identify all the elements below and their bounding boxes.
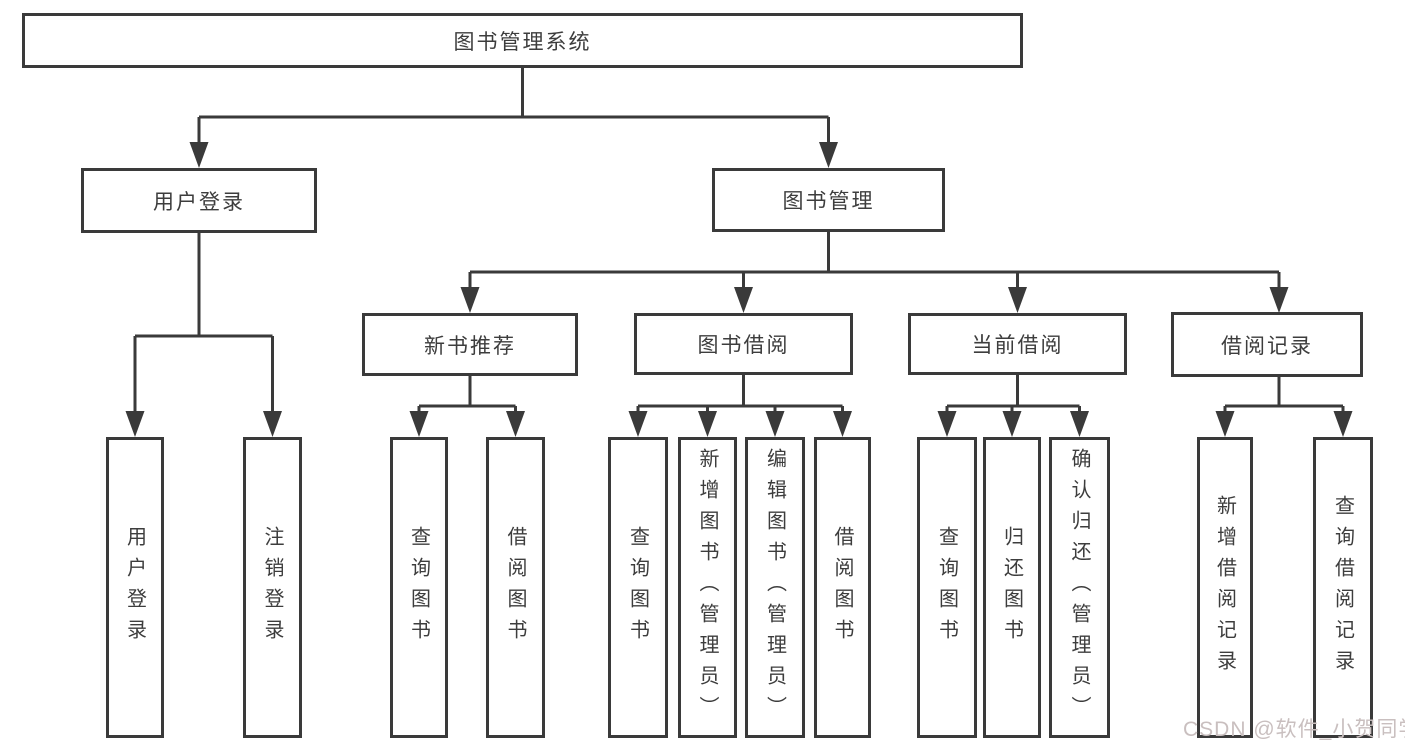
leaf-confirm-return-admin: 确认归还（管理员） xyxy=(1049,437,1110,738)
leaf-borrow-books-2: 借阅图书 xyxy=(814,437,871,738)
leaf-query-books-3: 查询图书 xyxy=(917,437,977,738)
node-book-borrowing: 图书借阅 xyxy=(634,313,853,375)
watermark: CSDN @软件_小贺同学 xyxy=(1183,718,1405,741)
leaf-borrow-books-1: 借阅图书 xyxy=(486,437,545,738)
leaf-logout-login: 注销登录 xyxy=(243,437,302,738)
node-current-borrowing: 当前借阅 xyxy=(908,313,1127,375)
leaf-query-books-2: 查询图书 xyxy=(608,437,668,738)
leaf-edit-book-admin: 编辑图书（管理员） xyxy=(745,437,805,738)
node-library-system: 图书管理系统 xyxy=(22,13,1023,68)
leaf-add-borrow-record: 新增借阅记录 xyxy=(1197,437,1253,738)
node-book-management: 图书管理 xyxy=(712,168,945,232)
leaf-user-login: 用户登录 xyxy=(106,437,164,738)
leaf-add-book-admin: 新增图书（管理员） xyxy=(678,437,737,738)
node-user-login: 用户登录 xyxy=(81,168,317,233)
node-borrowing-records: 借阅记录 xyxy=(1171,312,1363,377)
leaf-query-borrow-record: 查询借阅记录 xyxy=(1313,437,1373,738)
leaf-query-books-1: 查询图书 xyxy=(390,437,448,738)
node-new-book-recommend: 新书推荐 xyxy=(362,313,578,376)
leaf-return-books: 归还图书 xyxy=(983,437,1041,738)
